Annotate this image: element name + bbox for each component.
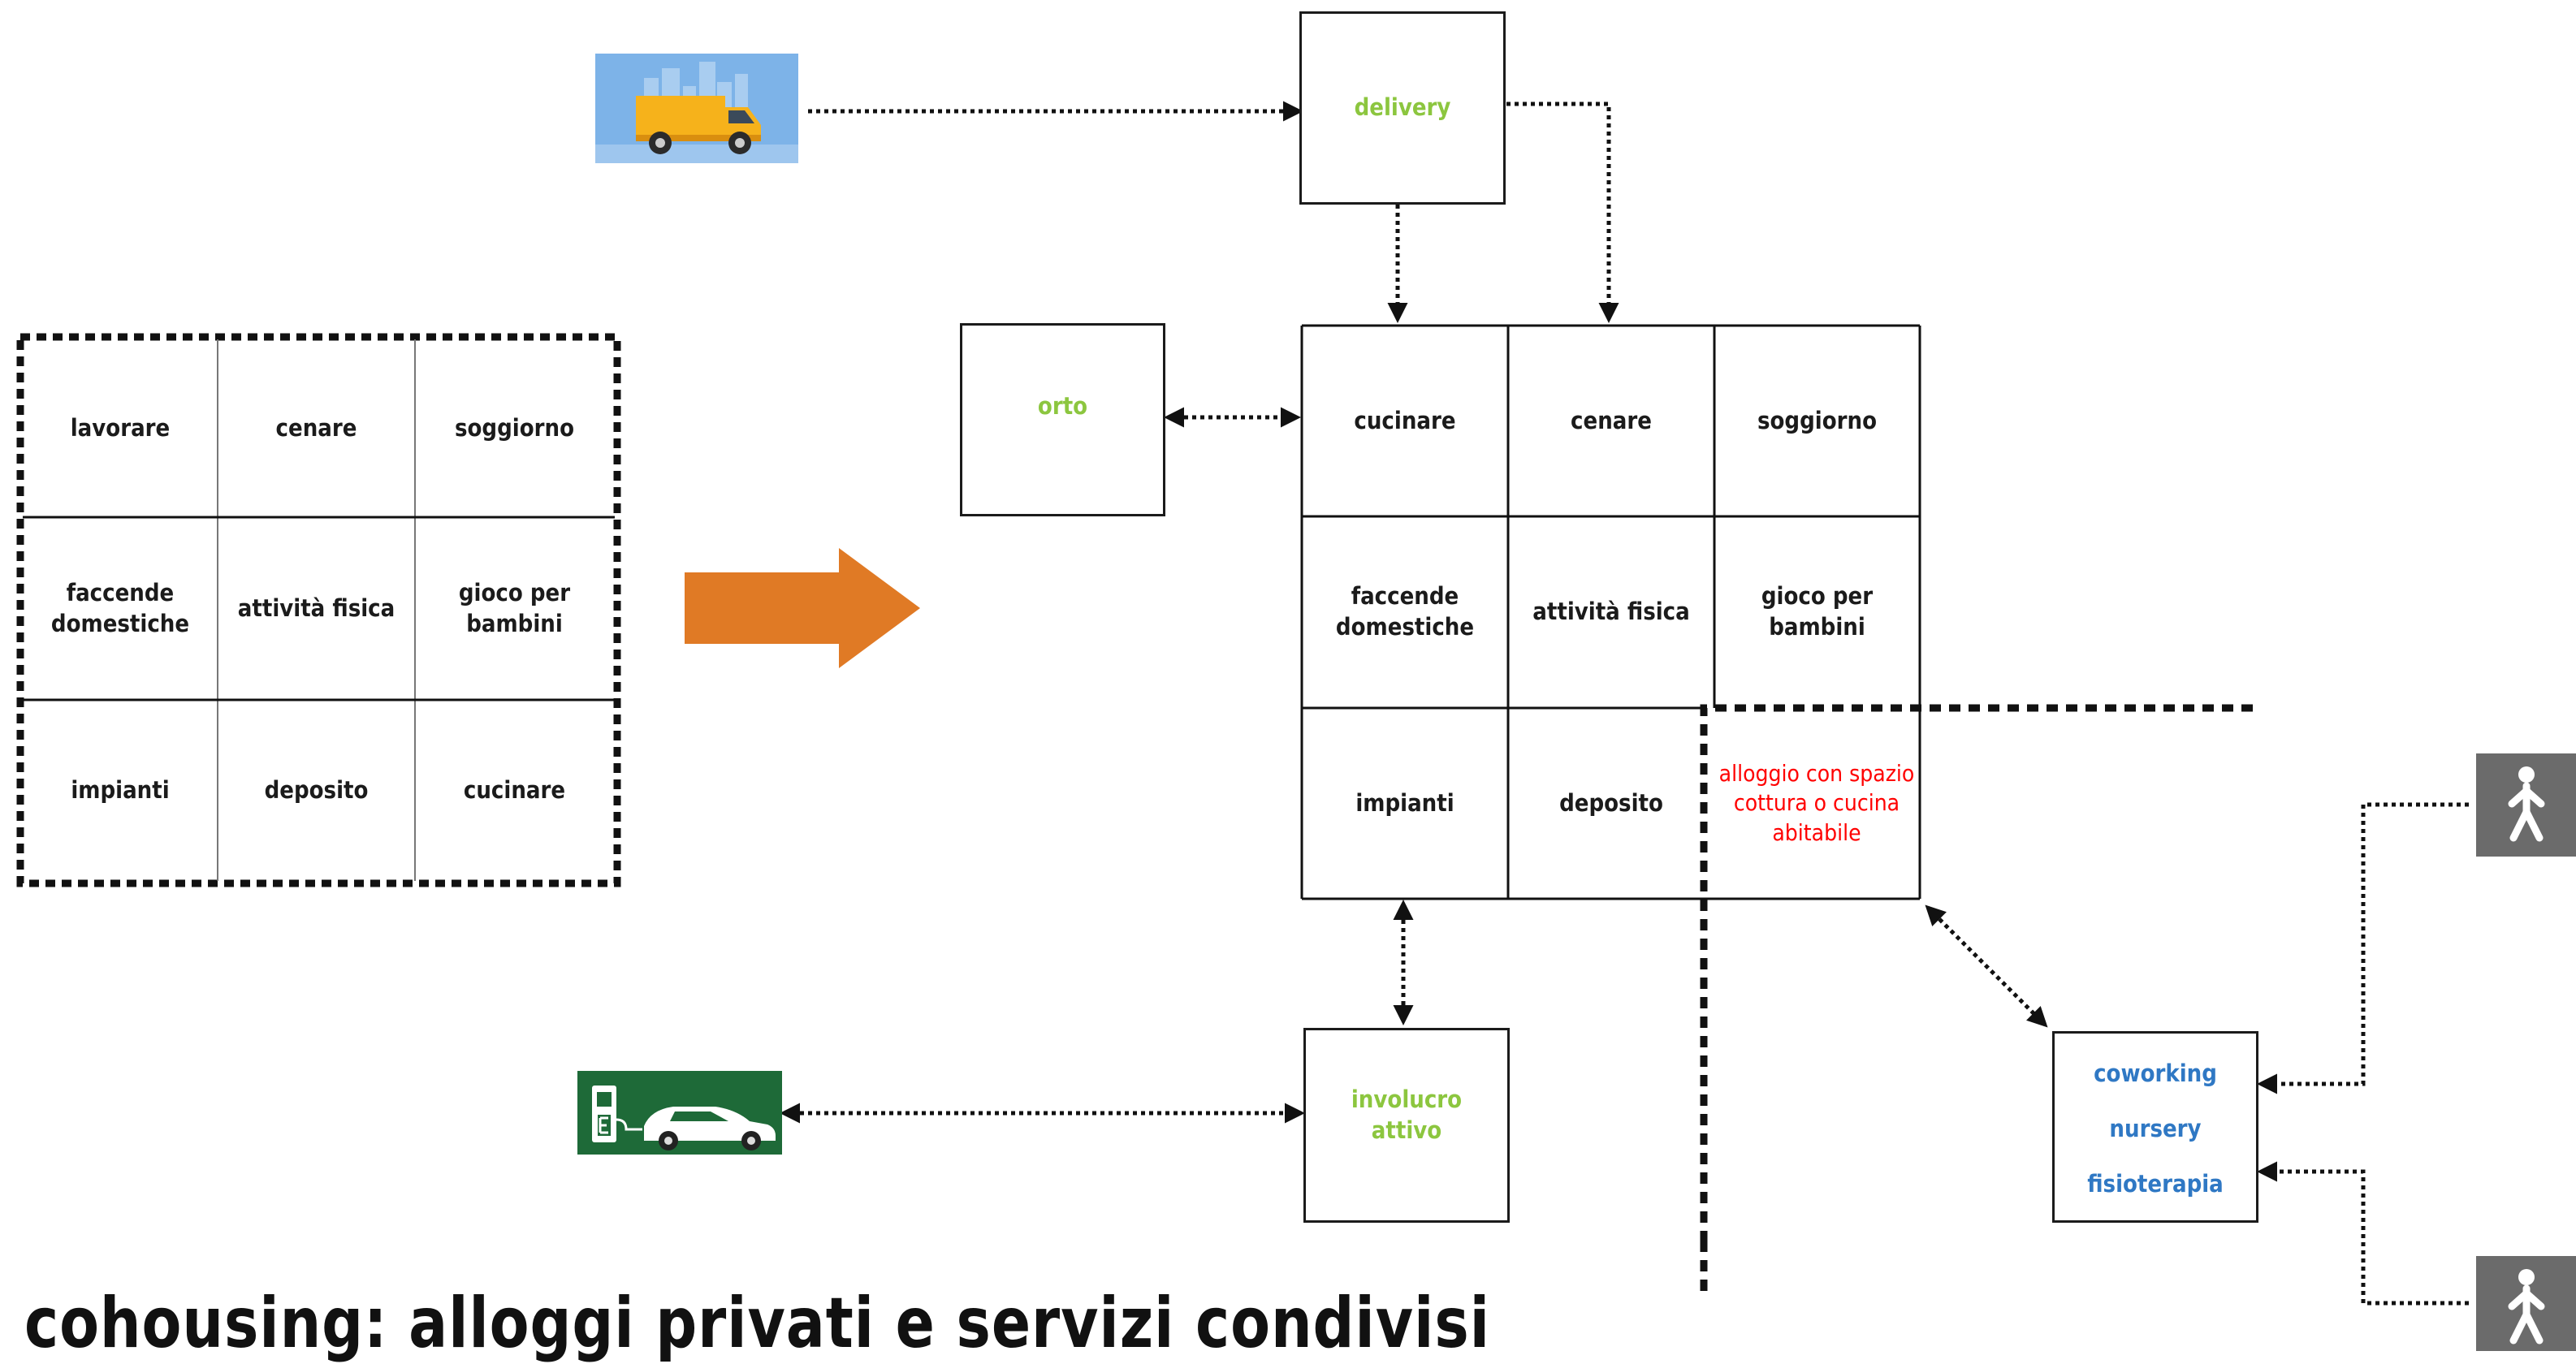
delivery-box: delivery	[1299, 11, 1506, 205]
orto-label: orto	[1037, 392, 1088, 421]
orto-box: orto	[960, 323, 1165, 516]
right-cell-cenare: cenare	[1571, 406, 1652, 434]
ev-charging-car-icon	[577, 1071, 782, 1155]
service-coworking: coworking	[2094, 1060, 2217, 1088]
right-cell-gioco: gioco per bambini	[1761, 582, 1874, 641]
right-cell-deposito: deposito	[1559, 788, 1663, 817]
left-cell-cucinare: cucinare	[463, 775, 566, 804]
left-cell-attivita: attività fisica	[237, 594, 395, 622]
right-cell-cucinare: cucinare	[1354, 406, 1456, 434]
delivery-label: delivery	[1354, 93, 1451, 122]
services-box: coworking nursery fisioterapia	[2052, 1031, 2258, 1223]
pedestrian-icon	[2476, 753, 2576, 857]
right-cell-faccende: faccende domestiche	[1335, 582, 1475, 641]
transform-arrow	[685, 548, 920, 668]
right-cell-impianti: impianti	[1355, 788, 1454, 817]
involucro-label: involucro attivo	[1351, 1086, 1463, 1144]
left-grid-outline	[16, 333, 621, 887]
left-cell-faccende: faccende domestiche	[50, 578, 190, 637]
left-cell-impianti: impianti	[71, 775, 170, 804]
left-cell-cenare: cenare	[275, 413, 357, 442]
left-cell-deposito: deposito	[264, 775, 369, 804]
involucro-box: involucro attivo	[1303, 1028, 1510, 1223]
right-cell-soggiorno: soggiorno	[1757, 406, 1878, 434]
left-cell-soggiorno: soggiorno	[454, 413, 575, 442]
service-fisioterapia: fisioterapia	[2087, 1170, 2224, 1198]
left-cell-gioco: gioco per bambini	[458, 578, 571, 637]
right-cell-alloggio: alloggio con spazio cottura o cucina abi…	[1718, 759, 1915, 846]
service-nursery: nursery	[2109, 1115, 2202, 1143]
delivery-van-icon	[595, 54, 798, 163]
left-cell-lavorare: lavorare	[70, 413, 171, 442]
right-cell-attivita: attività fisica	[1532, 598, 1690, 626]
page-title: cohousing: alloggi privati e servizi con…	[24, 1283, 1490, 1364]
pedestrian-icon	[2476, 1256, 2576, 1351]
